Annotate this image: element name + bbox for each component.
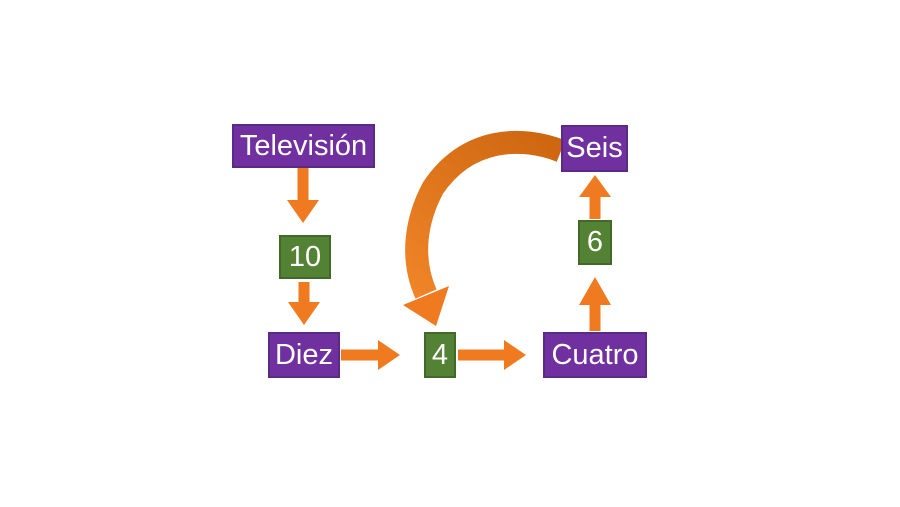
node-television-label: Televisión bbox=[239, 129, 368, 162]
arrow-10-to-diez bbox=[288, 282, 320, 325]
node-4: 4 bbox=[424, 332, 456, 378]
curved-arrow-head bbox=[403, 286, 449, 326]
node-television: Televisión bbox=[232, 124, 375, 168]
arrow-4-to-cuatro bbox=[458, 340, 526, 370]
node-cuatro-label: Cuatro bbox=[551, 338, 639, 371]
curved-arrow-arc bbox=[405, 130, 566, 299]
node-diez: Diez bbox=[268, 332, 340, 378]
node-6: 6 bbox=[578, 220, 612, 265]
node-6-label: 6 bbox=[586, 226, 604, 258]
node-diez-label: Diez bbox=[274, 338, 333, 371]
node-10: 10 bbox=[279, 235, 331, 279]
node-seis: Seis bbox=[561, 125, 628, 172]
arrow-6-to-seis bbox=[579, 175, 611, 219]
arrow-cuatro-to-6 bbox=[579, 277, 611, 331]
arrow-diez-to-4 bbox=[341, 340, 400, 370]
arrow-television-to-10 bbox=[287, 168, 319, 223]
curved-arrow-seis-to-4 bbox=[403, 130, 566, 326]
node-4-label: 4 bbox=[431, 338, 449, 371]
node-10-label: 10 bbox=[288, 240, 322, 273]
node-cuatro: Cuatro bbox=[543, 332, 647, 378]
node-seis-label: Seis bbox=[566, 132, 623, 164]
